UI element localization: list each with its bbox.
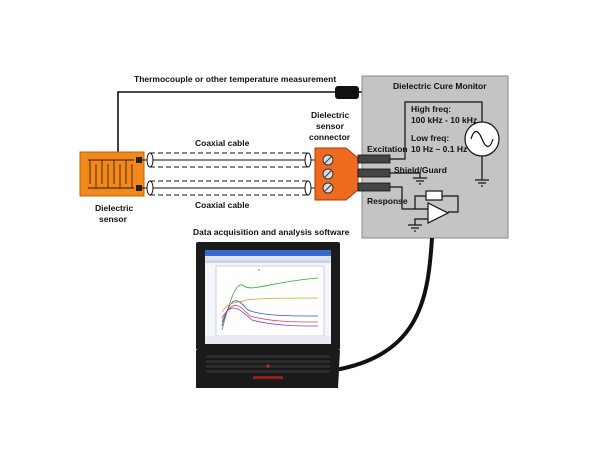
monitor-inputs	[357, 154, 391, 192]
dielectric-sensor	[79, 151, 145, 197]
coaxial-cable-bottom	[142, 180, 318, 196]
sensor-label-2: sensor	[99, 214, 128, 224]
shield-guard-label: Shield/Guard	[394, 165, 447, 175]
software-label: Data acquisition and analysis software	[193, 227, 350, 237]
laptop-cable	[321, 237, 434, 374]
coaxial-cable-top	[142, 152, 318, 168]
connector-label-3: connector	[309, 132, 351, 142]
trackpoint	[266, 364, 270, 368]
dielectric-sensor-connector	[314, 147, 359, 201]
laptop-base	[196, 350, 340, 388]
low-freq-range: 10 Hz – 0.1 Hz	[411, 144, 467, 154]
response-label: Response	[367, 196, 408, 206]
thermocouple-wire	[117, 86, 362, 152]
connector-screw	[322, 182, 334, 194]
thermocouple-label: Thermocouple or other temperature measur…	[134, 74, 336, 84]
ground-icon	[408, 224, 422, 232]
excitation-label: Excitation	[367, 144, 408, 154]
high-freq-label: High freq:	[411, 104, 451, 114]
ac-source-icon	[464, 121, 500, 157]
high-freq-range: 100 kHz - 10 kHz	[411, 115, 477, 125]
low-freq-label: Low freq:	[411, 133, 449, 143]
software-chart-curves	[221, 277, 319, 331]
laptop: x	[196, 242, 340, 388]
connector-screw	[322, 154, 334, 166]
connector-screw	[322, 168, 334, 180]
coax-label-top: Coaxial cable	[195, 138, 250, 148]
ground-icon	[413, 177, 427, 185]
thermocouple-connector	[335, 86, 359, 99]
response-wiring	[390, 186, 459, 225]
connector-label-2: sensor	[316, 121, 345, 131]
resistor-icon	[425, 190, 443, 201]
connector-label-1: Dielectric	[311, 110, 350, 120]
coax-label-bottom: Coaxial cable	[195, 200, 250, 210]
sensor-label-1: Dielectric	[95, 203, 134, 213]
op-amp-icon	[427, 202, 450, 224]
svg-text:x: x	[258, 267, 260, 272]
monitor-title: Dielectric Cure Monitor	[393, 81, 487, 91]
ground-icon	[475, 179, 489, 187]
shield-wiring	[390, 172, 421, 178]
excitation-wiring	[390, 101, 483, 180]
